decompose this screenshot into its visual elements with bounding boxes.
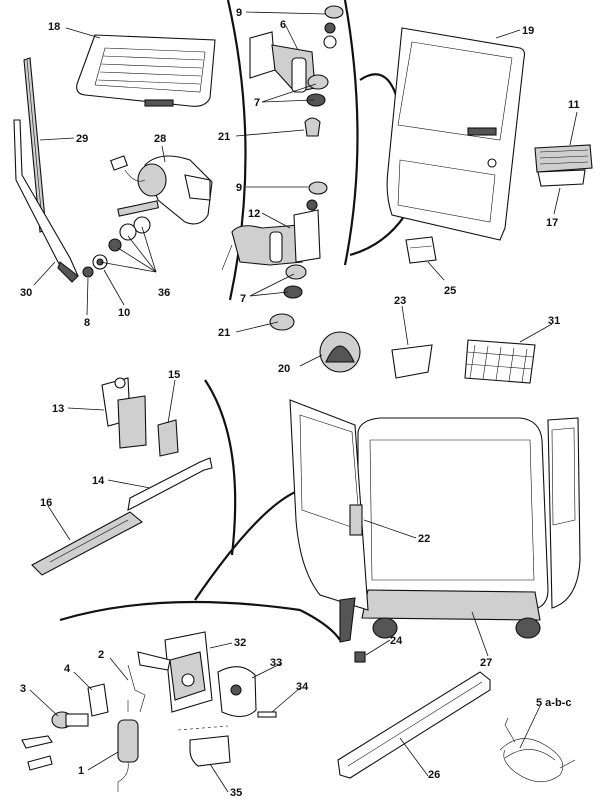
callout-35: 35 [230,787,242,799]
callout-18: 18 [48,21,60,33]
van-rear [289,399,581,643]
section-separators [59,0,406,641]
callout-11: 11 [568,99,580,111]
callout-36: 36 [158,287,170,299]
callout-21b: 21 [218,327,230,339]
leader-lines [29,11,578,793]
rod [127,457,213,511]
callout-23: 23 [394,295,406,307]
lamp-cap [319,331,361,373]
callout-25: 25 [444,285,456,297]
callout-6: 6 [280,19,286,31]
lamp-cover [391,344,433,379]
trim-strip [337,671,491,779]
callout-27: 27 [480,657,492,669]
callout-22: 22 [418,533,430,545]
rear-door-panel [386,27,526,241]
callout-26: 26 [428,769,440,781]
rear-window-glass [76,34,216,107]
callout-9b: 9 [236,182,242,194]
callout-30: 30 [20,287,32,299]
wiper-arm [13,119,79,283]
mounting-bracket [101,377,179,457]
callout-7a: 7 [254,97,260,109]
clip [354,651,366,663]
callout-33: 33 [270,657,282,669]
callout-20: 20 [278,363,290,375]
callout-28: 28 [154,133,166,145]
latch-wire [127,664,146,713]
callout-24: 24 [390,635,403,647]
callout-34: 34 [296,681,309,693]
callout-19: 19 [522,25,534,37]
callout-32: 32 [234,637,246,649]
latch [349,504,363,536]
callout-16: 16 [40,497,52,509]
lower-hinge [221,181,328,331]
wiper-motor [82,155,213,278]
callout-29: 29 [76,133,88,145]
callout-5abc: 5 a-b-c [536,697,571,709]
callout-9a: 9 [236,7,242,19]
callout-labels: 18 29 28 30 8 10 36 9 6 7 21 9 12 7 21 1… [20,7,580,799]
screw [257,711,277,718]
door-actuator [117,700,139,792]
callout-7b: 7 [240,293,246,305]
upper-hinge [249,5,344,137]
wiring-harness [499,717,576,783]
callout-21a: 21 [218,131,230,143]
lock-mechanism [137,631,213,713]
brake-light [534,144,593,187]
callout-31: 31 [548,315,560,327]
callout-15: 15 [168,369,180,381]
callout-14: 14 [92,475,105,487]
callout-13: 13 [52,403,64,415]
callout-12: 12 [248,208,260,220]
callout-10: 10 [118,307,130,319]
callout-4: 4 [64,663,71,675]
callout-2: 2 [98,649,104,661]
striker [217,666,257,718]
cargo-net [464,339,536,384]
callout-17: 17 [546,217,558,229]
callout-8: 8 [84,317,90,329]
lock-cylinder [21,683,109,771]
callout-3: 3 [20,683,26,695]
sill-strip [31,511,143,576]
callout-1: 1 [78,765,84,777]
bumper-pad [177,725,231,767]
connector [405,236,437,264]
